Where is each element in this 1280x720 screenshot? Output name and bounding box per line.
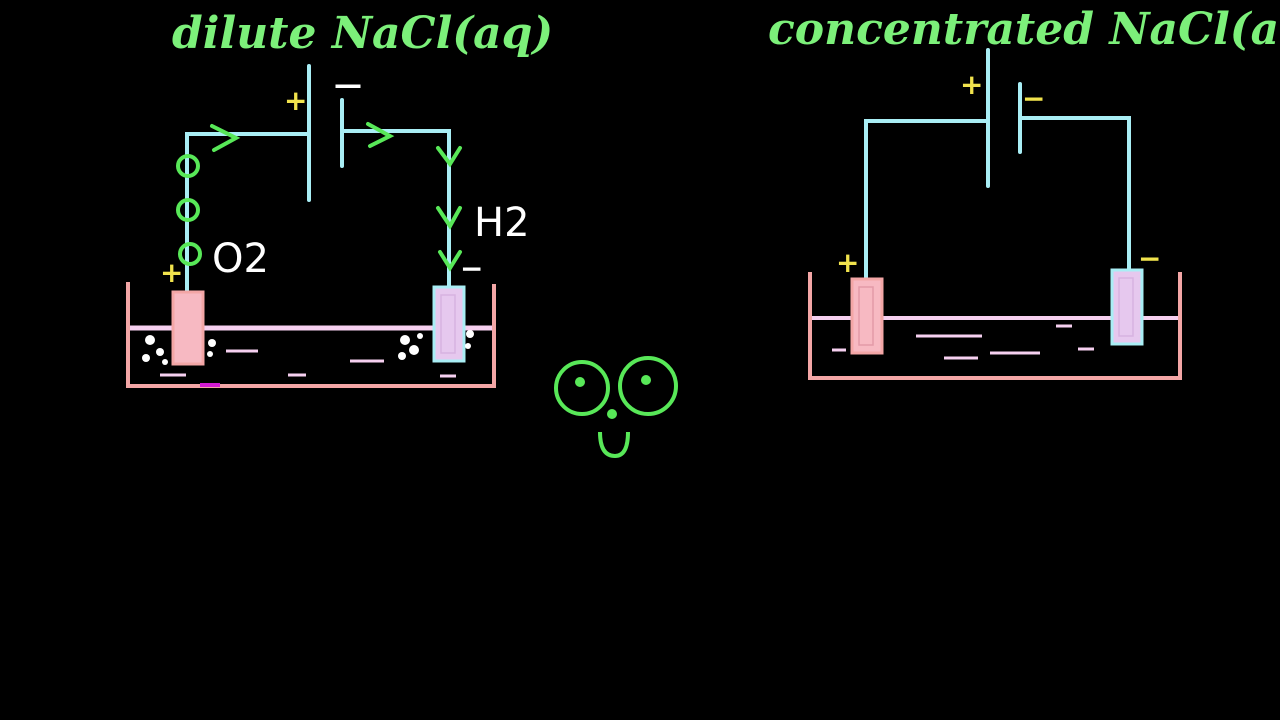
left-oxygen-bubbles [176,154,202,266]
left-anode-bubbles [142,335,216,365]
concentrated-cell-diagram: concentrated NaCl(aq) + − + − [768,4,1280,380]
right-battery-positive-sign: + [960,68,983,101]
smiley-face-icon [554,356,678,459]
right-wire-cathode [1018,116,1131,274]
left-anode-sign: + [160,256,183,289]
left-wire-anode [185,132,311,298]
right-liquid-lines [832,324,1094,360]
left-battery-negative-sign: — [334,68,362,101]
right-wire-anode [864,119,990,284]
oxygen-label: O2 [212,236,269,282]
left-anode-electrode [171,290,205,366]
right-anode-sign: + [836,246,859,279]
left-liquid-lines [160,349,456,378]
left-battery-positive-sign: + [284,84,307,117]
dilute-title: dilute NaCl(aq) [172,8,553,59]
concentrated-title: concentrated NaCl(aq) [768,4,1280,55]
right-cathode-electrode [1110,268,1144,346]
dilute-cell-diagram: dilute NaCl(aq) [126,8,553,388]
right-battery-negative-sign: − [1022,82,1045,115]
hydrogen-label: H2 [474,200,530,246]
left-container [126,282,496,388]
right-cathode-sign: − [1138,242,1161,275]
left-cathode-sign: − [460,252,483,285]
right-anode-electrode [850,277,884,355]
right-container [808,272,1182,380]
left-cathode-electrode [432,285,466,363]
left-cathode-bubbles [398,330,474,360]
left-current-arrows [210,122,462,272]
